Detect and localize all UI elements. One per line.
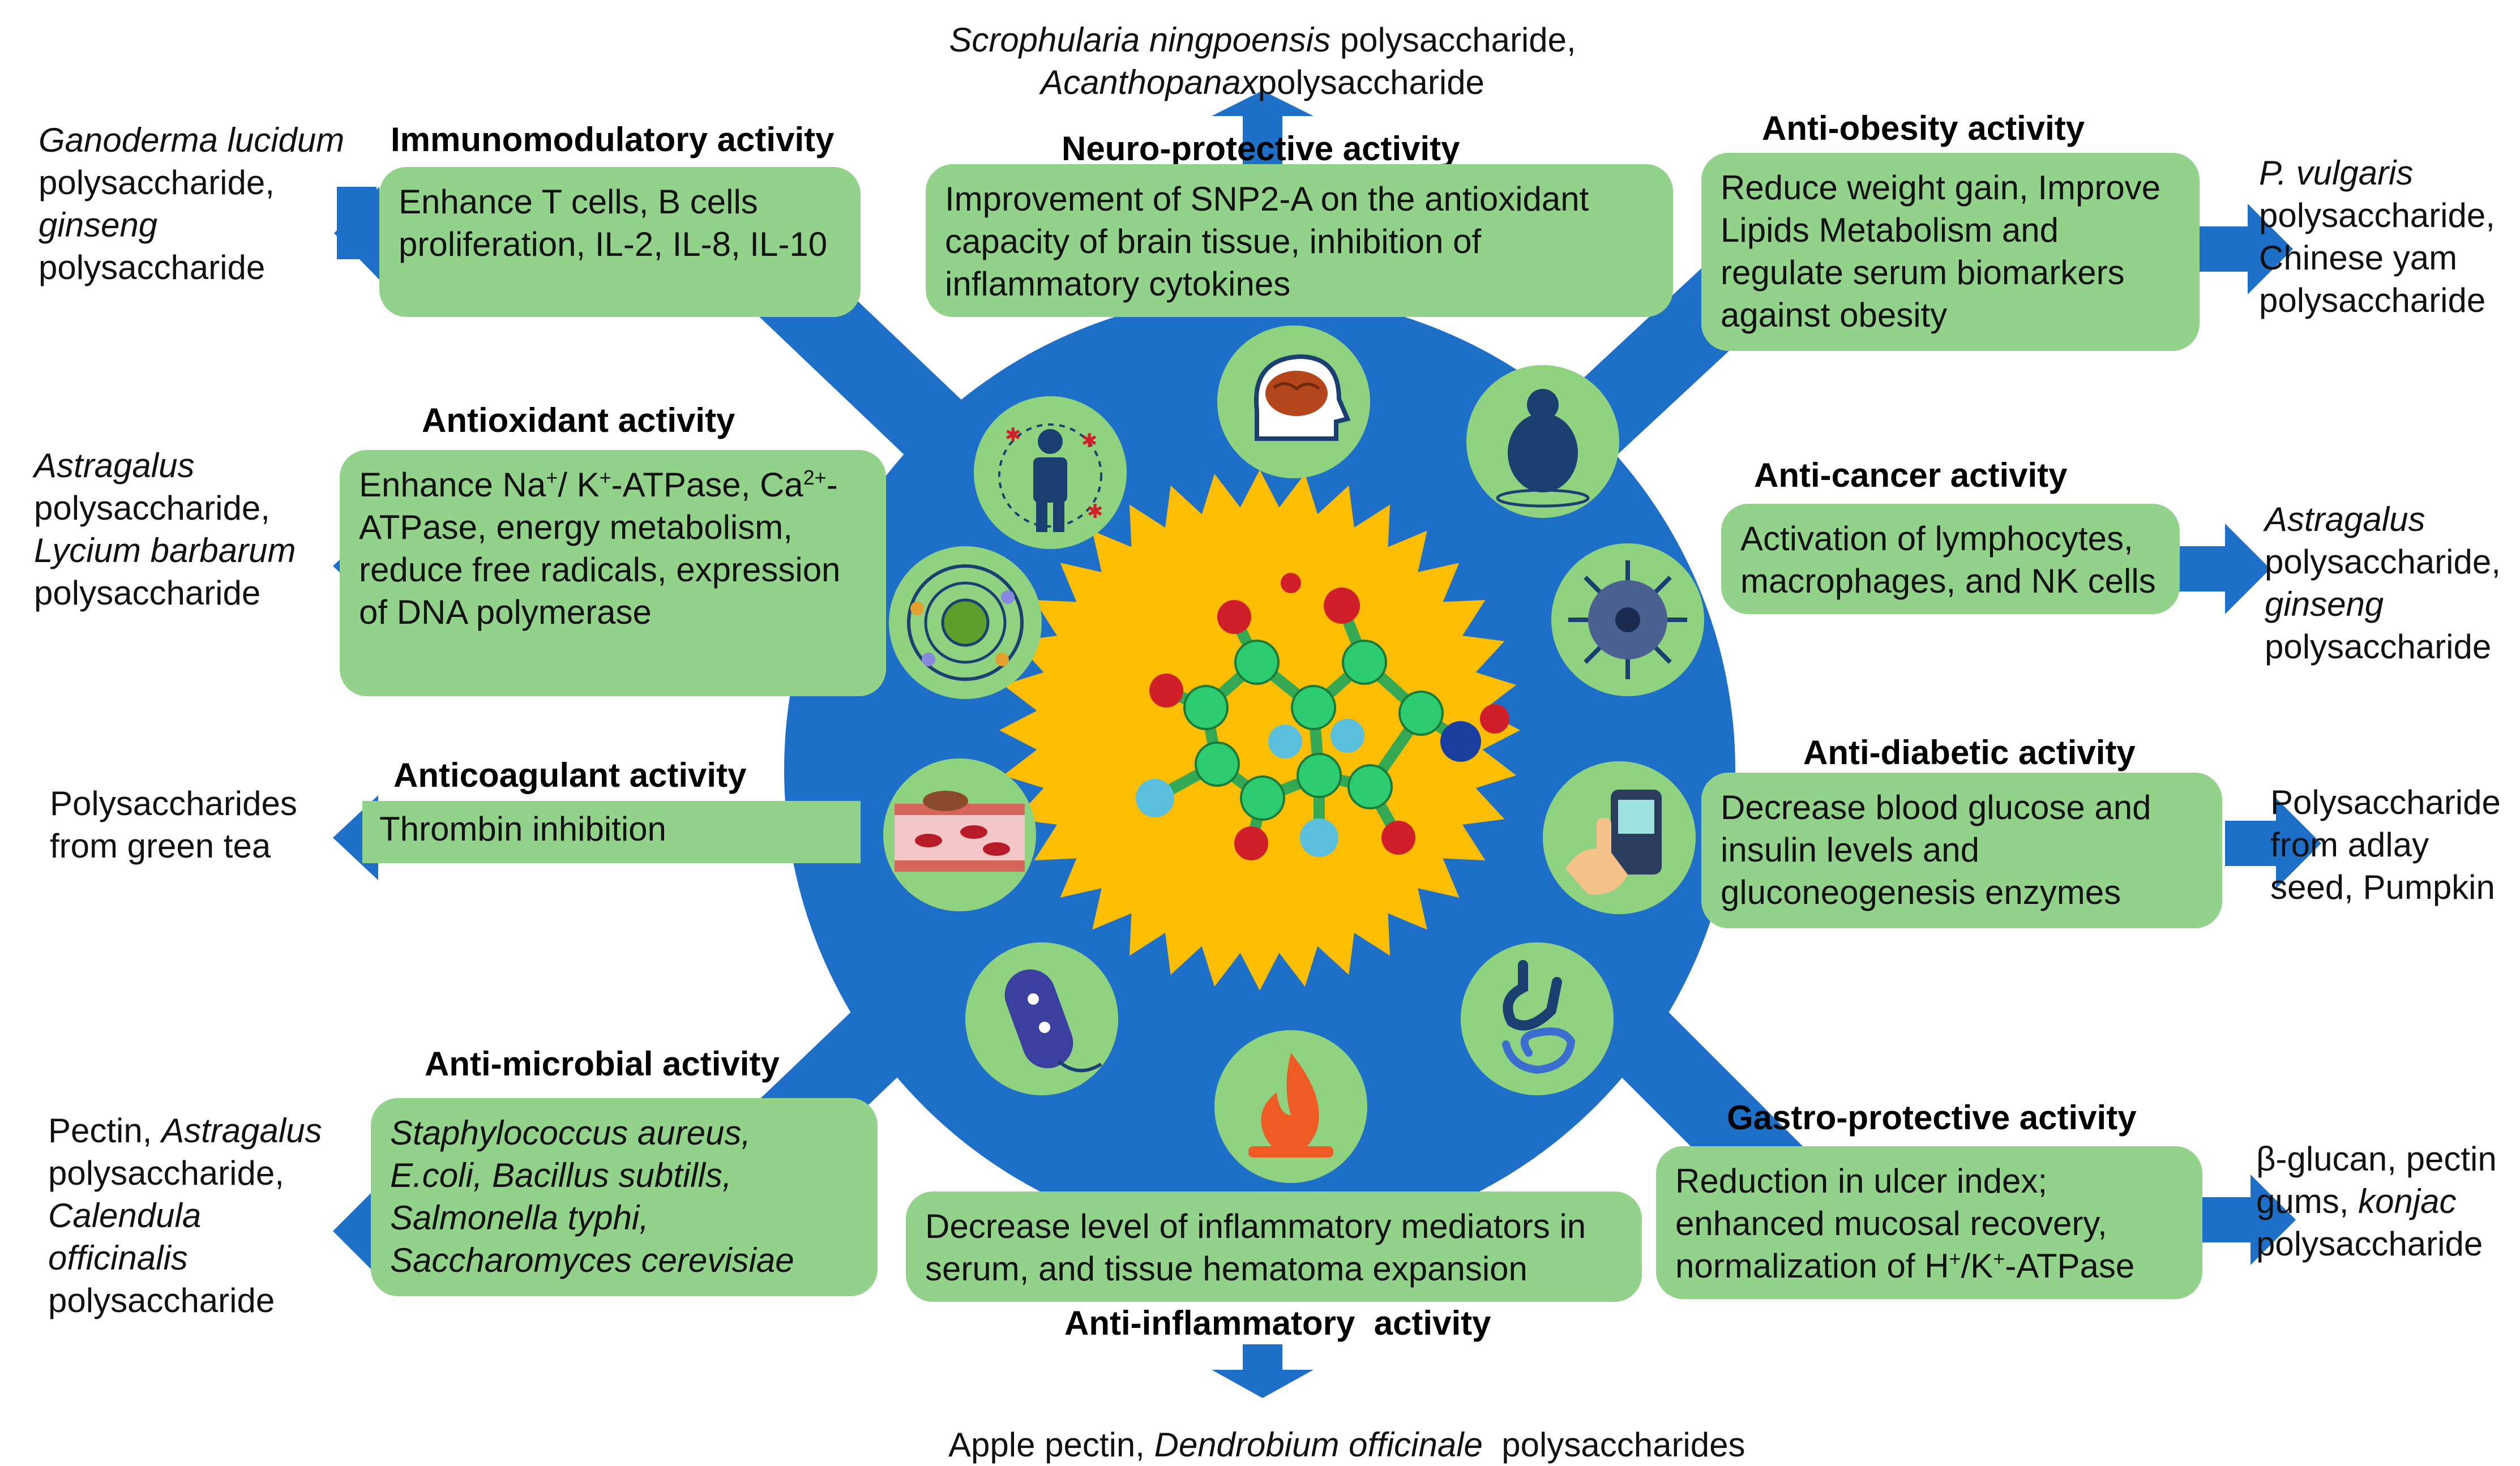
bacteria-icon [965, 942, 1118, 1095]
sources-gastroprotective: β-glucan, pectin gums, konjac polysaccha… [2256, 1140, 2497, 1263]
box-anticoagulant: Thrombin inhibition [362, 801, 861, 863]
sources-neuroprotective: Scrophularia ningpoensis polysaccharide,… [949, 21, 1576, 101]
sources-antidiabetic: Polysaccharide from adlay seed, Pumpkin [2270, 783, 2501, 906]
glucose-meter-icon [1543, 761, 1696, 914]
box-neuroprotective: Improvement of SNP2-A on the antioxidant… [926, 164, 1673, 317]
heading-immunomodulatory: Immunomodulatory activity [391, 121, 835, 158]
sources-antimicrobial: Pectin, Astragalus polysaccharide, Calen… [48, 1112, 322, 1319]
box-antimicrobial: Staphylococcus aureus, E.coli, Bacillus … [371, 1098, 878, 1296]
heading-antiobesity: Anti-obesity activity [1762, 109, 2085, 147]
cell-icon [889, 546, 1042, 699]
svg-text:✱: ✱ [1081, 430, 1098, 452]
heading-antimicrobial: Anti-microbial activity [425, 1045, 780, 1083]
svg-text:✱: ✱ [1087, 500, 1103, 523]
box-antidiabetic: Decrease blood glucose and insulin level… [1701, 773, 2222, 928]
heading-gastroprotective: Gastro-protective activity [1727, 1099, 2137, 1137]
sources-anticancer: Astragalus polysaccharide, ginseng polys… [2265, 500, 2501, 666]
obesity-icon [1466, 365, 1619, 518]
box-antiinflammatory: Decrease level of inflammatory mediators… [906, 1191, 1642, 1302]
sunburst [999, 470, 1520, 991]
heading-anticancer: Anti-cancer activity [1754, 456, 2068, 494]
sources-anticoagulant: Polysaccharides from green tea [50, 785, 297, 865]
fire-icon [1214, 1030, 1367, 1183]
sources-antioxidant: Astragalus polysaccharide, Lycium barbar… [34, 447, 296, 612]
heading-antioxidant: Antioxidant activity [422, 401, 735, 439]
box-immunomodulatory: Enhance T cells, B cells proliferation, … [379, 167, 861, 317]
heading-anticoagulant: Anticoagulant activity [393, 756, 747, 794]
sources-antiinflammatory: Apple pectin, Dendrobium officinale poly… [948, 1426, 1745, 1464]
box-anticancer: Activation of lymphocytes, macrophages, … [1721, 504, 2180, 614]
svg-text:✱: ✱ [1005, 424, 1021, 447]
molecule-icon [1136, 573, 1509, 860]
box-antioxidant: Enhance Na+/ K+-ATPase, Ca2+-ATPase, ene… [340, 450, 886, 696]
heading-antidiabetic: Anti-diabetic activity [1803, 734, 2136, 771]
heading-neuroprotective: Neuro-protective activity [1062, 130, 1460, 168]
heading-antiinflammatory: Anti-inflammatory activity [1064, 1304, 1491, 1342]
digestive-icon [1461, 942, 1614, 1095]
sources-immunomodulatory: Ganoderma lucidum polysaccharide, ginsen… [38, 121, 345, 286]
virus-icon [1551, 543, 1704, 696]
box-gastroprotective: Reduction in ulcer index; enhanced mucos… [1656, 1146, 2202, 1299]
brain-icon [1217, 325, 1370, 478]
box-antiobesity: Reduce weight gain, Improve Lipids Metab… [1701, 153, 2200, 351]
sources-antiobesity: P. vulgaris polysaccharide, Chinese yam … [2259, 154, 2495, 319]
immune-body-icon: ✱ ✱ ✱ [974, 396, 1127, 549]
blood-vessel-icon [883, 758, 1036, 911]
